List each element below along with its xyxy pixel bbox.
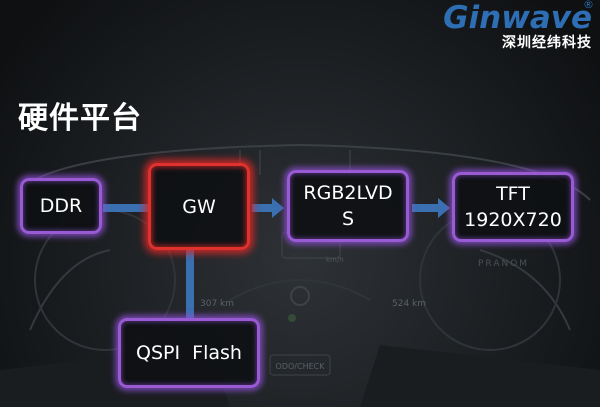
brand-logo: Ginwave ® 深圳经纬科技 bbox=[443, 0, 594, 51]
block-gw-label: GW bbox=[182, 195, 216, 218]
block-ddr-label: DDR bbox=[39, 195, 83, 217]
block-rgb2lvds-label: RGB2LVD S bbox=[303, 182, 393, 230]
pranom-label: PRANOM bbox=[478, 259, 529, 269]
block-ddr: DDR bbox=[20, 178, 102, 234]
brand-subtitle: 深圳经纬科技 bbox=[502, 35, 592, 51]
block-gw: GW bbox=[148, 163, 250, 250]
connector-ddr-gw bbox=[103, 204, 151, 212]
odo-label: ODO/CHECK bbox=[276, 362, 326, 371]
unit-label: km/h bbox=[326, 256, 344, 264]
block-tft-label: TFT 1920X720 bbox=[464, 183, 562, 231]
brand-name: Ginwave bbox=[443, 0, 592, 36]
registered-mark: ® bbox=[583, 0, 594, 11]
arrow-gw-rgb2lvds bbox=[252, 198, 284, 218]
block-rgb2lvds: RGB2LVD S bbox=[287, 170, 409, 242]
range-right-label: 524 km bbox=[392, 299, 426, 309]
page-title: 硬件平台 bbox=[18, 101, 142, 136]
block-qspi-flash: QSPI Flash bbox=[118, 318, 260, 388]
connector-gw-qspi bbox=[186, 250, 194, 322]
block-qspi-flash-label: QSPI Flash bbox=[136, 342, 242, 364]
range-left-label: 307 km bbox=[200, 299, 234, 309]
arrow-rgb2lvds-tft bbox=[412, 198, 450, 218]
block-tft: TFT 1920X720 bbox=[452, 172, 574, 242]
